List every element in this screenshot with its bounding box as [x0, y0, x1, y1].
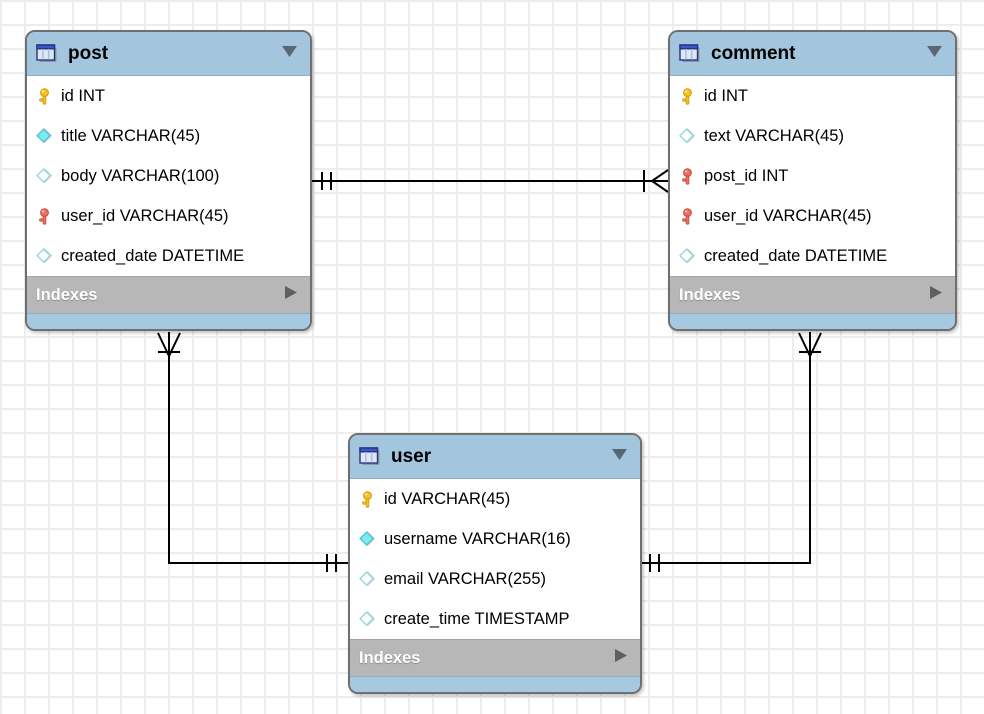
foreign-key-icon — [678, 207, 696, 225]
column-row[interactable]: id INT — [670, 76, 955, 116]
table-footer — [670, 313, 955, 329]
primary-key-icon — [358, 490, 376, 508]
primary-key-icon — [678, 87, 696, 105]
relationship-user-post[interactable] — [157, 332, 348, 572]
table-header[interactable]: post — [27, 32, 310, 76]
indexes-bar[interactable]: Indexes — [670, 276, 955, 313]
column-label: username VARCHAR(16) — [384, 529, 571, 548]
table-title: user — [391, 445, 432, 467]
column-row[interactable]: email VARCHAR(255) — [350, 559, 640, 599]
relationship-line[interactable] — [168, 332, 348, 564]
table-header[interactable]: comment — [670, 32, 955, 76]
column-indexed-diamond-icon — [358, 531, 376, 547]
column-row[interactable]: created_date DATETIME — [670, 236, 955, 276]
table-footer — [27, 313, 310, 329]
column-nullable-diamond-icon — [35, 248, 53, 264]
table-icon — [679, 44, 701, 63]
indexes-bar[interactable]: Indexes — [350, 639, 640, 676]
column-label: body VARCHAR(100) — [61, 166, 220, 185]
expand-arrow-icon[interactable] — [929, 285, 943, 305]
column-label: user_id VARCHAR(45) — [704, 206, 872, 225]
column-label: id INT — [704, 86, 749, 105]
column-label: create_time TIMESTAMP — [384, 609, 570, 628]
indexes-label: Indexes — [36, 285, 98, 304]
column-row[interactable]: created_date DATETIME — [27, 236, 310, 276]
collapse-triangle-icon[interactable] — [926, 45, 943, 63]
collapse-triangle-icon[interactable] — [281, 45, 298, 63]
column-label: email VARCHAR(255) — [384, 569, 546, 588]
column-row[interactable]: create_time TIMESTAMP — [350, 599, 640, 639]
column-row[interactable]: body VARCHAR(100) — [27, 156, 310, 196]
column-nullable-diamond-icon — [678, 128, 696, 144]
cardinality-one-bars — [326, 554, 337, 572]
column-nullable-diamond-icon — [358, 571, 376, 587]
column-row[interactable]: text VARCHAR(45) — [670, 116, 955, 156]
cardinality-one-bars — [649, 554, 660, 572]
indexes-label: Indexes — [679, 285, 741, 304]
column-label: id VARCHAR(45) — [384, 489, 511, 508]
table-footer — [350, 676, 640, 692]
column-row[interactable]: user_id VARCHAR(45) — [670, 196, 955, 236]
column-nullable-diamond-icon — [358, 611, 376, 627]
foreign-key-icon — [678, 167, 696, 185]
column-indexed-diamond-icon — [35, 128, 53, 144]
table-icon — [359, 447, 381, 466]
column-row[interactable]: username VARCHAR(16) — [350, 519, 640, 559]
column-list: id INT title VARCHAR(45) body VARCHAR(10… — [27, 76, 310, 276]
crow-foot-many-icon — [650, 169, 669, 193]
column-nullable-diamond-icon — [35, 168, 53, 184]
column-row[interactable]: user_id VARCHAR(45) — [27, 196, 310, 236]
column-label: created_date DATETIME — [704, 246, 888, 265]
table-icon — [36, 44, 58, 63]
crow-foot-many-icon — [157, 332, 181, 359]
cardinality-one-bars — [321, 172, 332, 190]
column-label: user_id VARCHAR(45) — [61, 206, 229, 225]
column-label: post_id INT — [704, 166, 789, 185]
table-title: comment — [711, 42, 796, 64]
foreign-key-icon — [35, 207, 53, 225]
indexes-bar[interactable]: Indexes — [27, 276, 310, 313]
table-title: post — [68, 42, 109, 64]
column-row[interactable]: id INT — [27, 76, 310, 116]
column-row[interactable]: title VARCHAR(45) — [27, 116, 310, 156]
table-comment[interactable]: comment id INT text VARCHAR(45) post_id … — [668, 30, 957, 331]
primary-key-icon — [35, 87, 53, 105]
table-header[interactable]: user — [350, 435, 640, 479]
indexes-label: Indexes — [359, 648, 421, 667]
column-list: id VARCHAR(45) username VARCHAR(16) emai… — [350, 479, 640, 639]
column-list: id INT text VARCHAR(45) post_id INT user… — [670, 76, 955, 276]
column-label: text VARCHAR(45) — [704, 126, 844, 145]
column-label: title VARCHAR(45) — [61, 126, 201, 145]
relationship-line[interactable] — [642, 332, 811, 564]
expand-arrow-icon[interactable] — [284, 285, 298, 305]
column-nullable-diamond-icon — [678, 248, 696, 264]
crow-foot-many-icon — [798, 332, 822, 359]
relationship-post-comment[interactable] — [312, 169, 669, 193]
table-post[interactable]: post id INT title VARCHAR(45) body VARCH… — [25, 30, 312, 331]
relationship-user-comment[interactable] — [642, 332, 822, 572]
collapse-triangle-icon[interactable] — [611, 448, 628, 466]
column-row[interactable]: id VARCHAR(45) — [350, 479, 640, 519]
column-row[interactable]: post_id INT — [670, 156, 955, 196]
table-user[interactable]: user id VARCHAR(45) username VARCHAR(16)… — [348, 433, 642, 694]
column-label: created_date DATETIME — [61, 246, 245, 265]
column-label: id INT — [61, 86, 106, 105]
expand-arrow-icon[interactable] — [614, 648, 628, 668]
